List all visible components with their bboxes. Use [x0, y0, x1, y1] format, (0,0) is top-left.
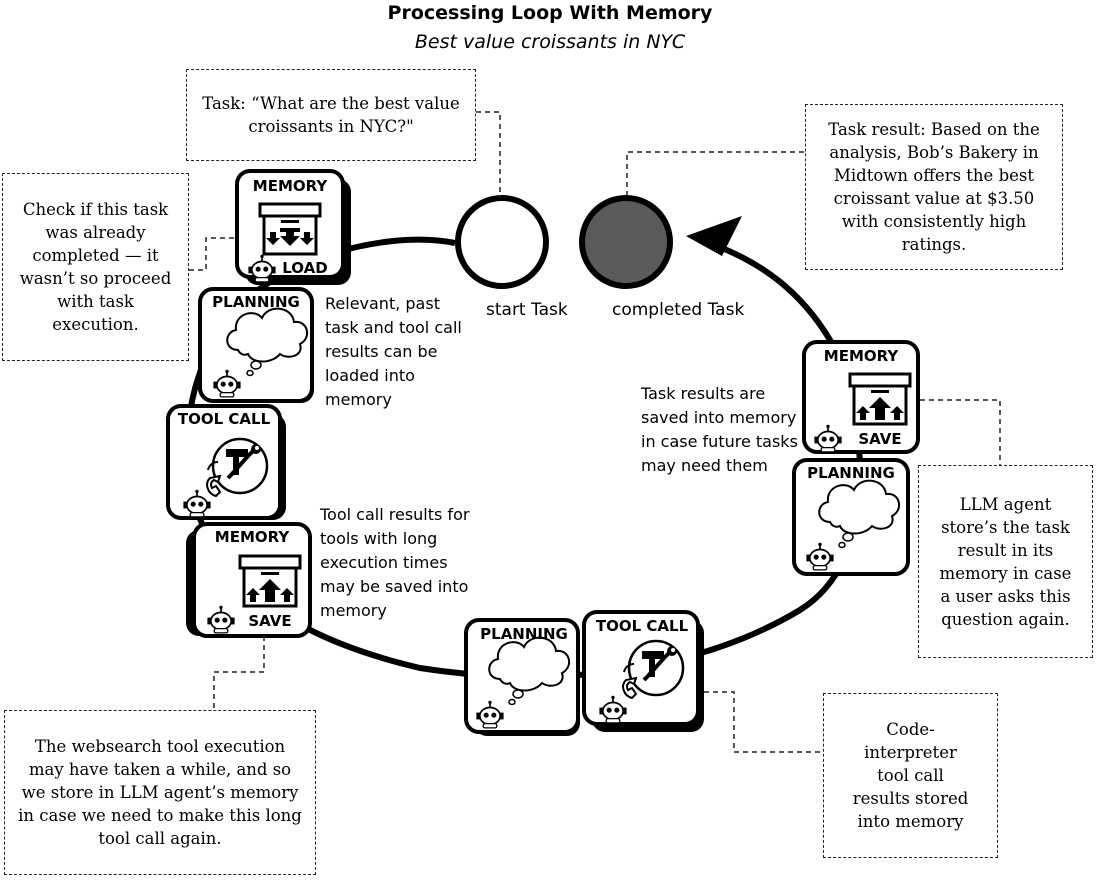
memory-save-card-1	[186, 522, 312, 638]
note-task: Task: “What are the best value croissant…	[186, 69, 476, 161]
memory-save-card-2	[802, 340, 920, 454]
tool-call-1-header: TOOL CALL	[178, 410, 271, 428]
planning-3-header: PLANNING	[807, 464, 895, 482]
completed-task-circle	[579, 195, 673, 289]
dashed-connectors	[189, 111, 1001, 753]
memory-load-header: MEMORY	[253, 177, 329, 195]
memory-load-card	[235, 169, 351, 285]
completed-task-label: completed Task	[612, 300, 745, 320]
memory-save-2-header: MEMORY	[824, 347, 900, 365]
tool-call-card-2	[582, 610, 704, 732]
planning-2-header: PLANNING	[480, 625, 568, 643]
note-code-interpreter: Code-interpreter tool call results store…	[823, 693, 998, 858]
memory-save-1-header: MEMORY	[215, 528, 291, 546]
annotation-task-results: Task results are saved into memory in ca…	[641, 384, 798, 475]
tool-call-2-header: TOOL CALL	[596, 617, 689, 635]
diagram-title: Processing Loop With Memory	[387, 2, 713, 24]
note-task-result: Task result: Based on the analysis, Bob’…	[805, 104, 1063, 270]
start-task-circle	[455, 195, 549, 289]
note-check: Check if this task was already completed…	[2, 173, 189, 361]
memory-save-1-footer: SAVE	[248, 612, 291, 630]
planning-1-header: PLANNING	[212, 293, 300, 311]
note-websearch: The websearch tool execution may have ta…	[4, 710, 316, 875]
start-task-label: start Task	[486, 300, 568, 320]
planning-card-3	[792, 458, 910, 576]
planning-card-2	[464, 618, 580, 736]
planning-card-1	[198, 287, 314, 403]
annotation-relevant: Relevant, past task and tool call result…	[325, 294, 462, 409]
loop-arrowhead	[686, 216, 742, 256]
memory-load-footer: LOAD	[282, 259, 327, 277]
note-agent-store: LLM agent store’s the task result in its…	[918, 465, 1093, 658]
annotation-toolcall-results: Tool call results for tools with long ex…	[320, 505, 470, 620]
tool-call-card-1	[166, 404, 286, 520]
diagram-subtitle: Best value croissants in NYC	[414, 31, 686, 53]
memory-save-2-footer: SAVE	[858, 430, 901, 448]
